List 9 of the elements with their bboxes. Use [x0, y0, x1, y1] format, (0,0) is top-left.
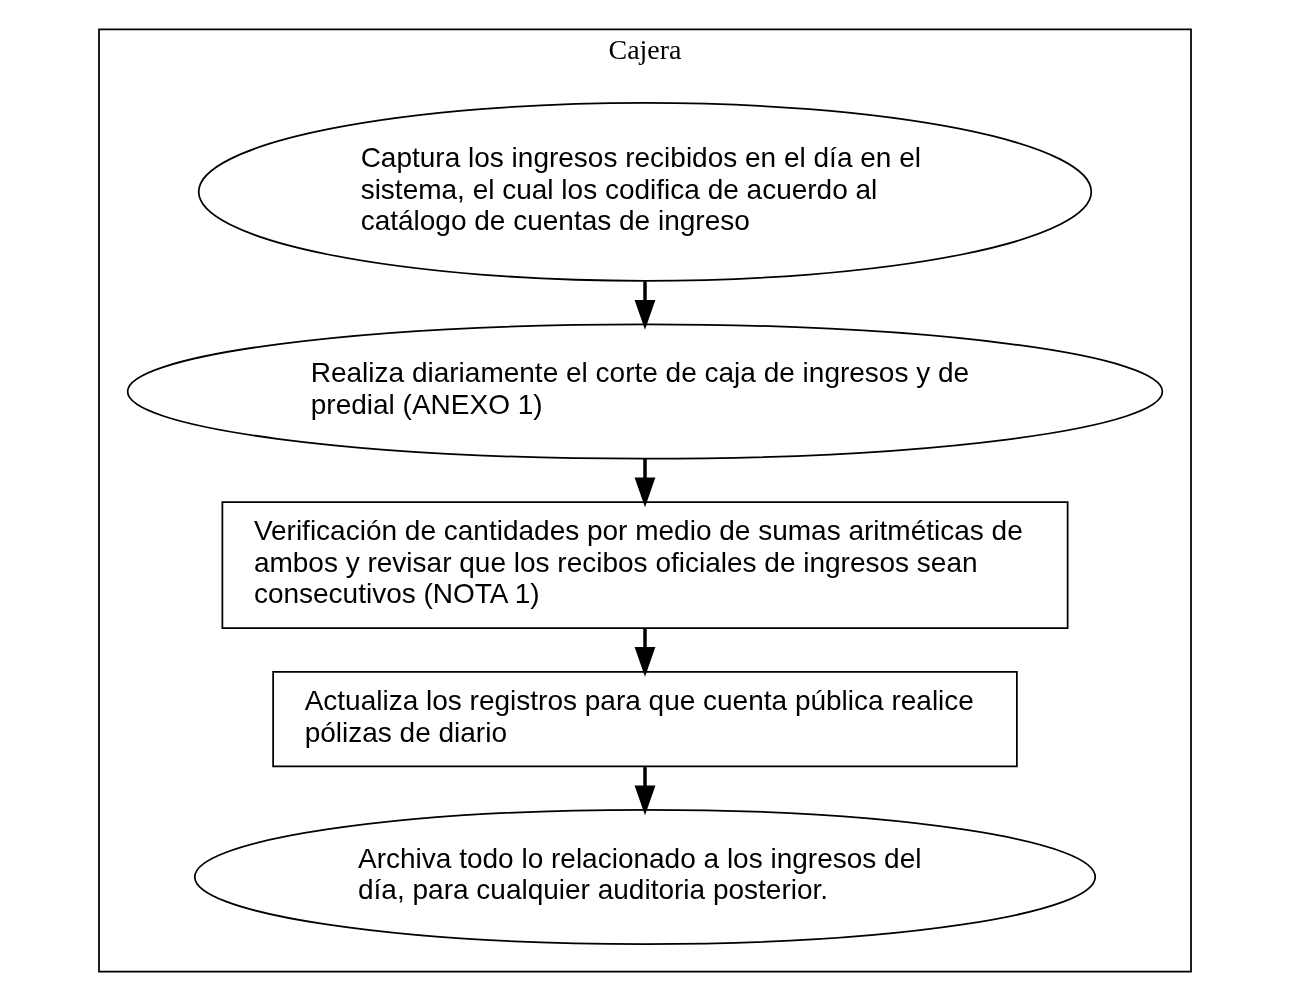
node-box: Verificación de cantidades por medio de sumas aritméticas de ambos y revisar que los recibos oficiales de ingresos sean consecutivos (NOTA 1) [221, 501, 1068, 629]
node-ellipse: Realiza diariamente el corte de caja de ingresos y de predial (ANEXO 1) [126, 323, 1163, 460]
node-box: Actualiza los registros para que cuenta pública realice pólizas de diario [271, 670, 1018, 768]
arrow [634, 281, 655, 330]
node-ellipse: Captura los ingresos recibidos en el día en el sistema, el cual los codifica de acuerdo al catálogo de cuentas de ingreso [197, 102, 1092, 282]
arrow [634, 767, 655, 816]
node-ellipse: Archiva todo lo relacionado a los ingresos del día, para cualquier auditoria posterior. [193, 808, 1096, 945]
arrow [634, 628, 655, 677]
arrow [634, 458, 655, 508]
